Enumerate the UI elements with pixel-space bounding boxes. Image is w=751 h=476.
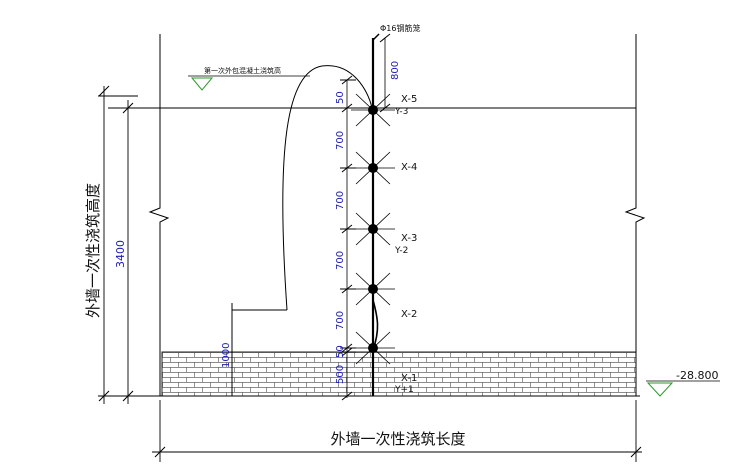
dim-base-1000: 1000 <box>221 343 232 368</box>
rebar-node: X-2 <box>351 272 417 320</box>
length-ticks <box>154 446 642 458</box>
dim-seg-700-4: 700 <box>335 311 346 330</box>
rebar-hook <box>372 33 380 41</box>
node-x-label: X-4 <box>401 162 417 173</box>
rebar-label: Φ16钢筋笼 <box>380 23 420 33</box>
left-wall-edge <box>148 34 170 396</box>
elevation-triangle <box>646 382 674 397</box>
node-x-label: X-5 <box>401 94 417 105</box>
right-wall-edge <box>624 34 646 396</box>
rebar-node: X-1Y+1 <box>351 331 417 395</box>
rebar-node: X-4 <box>351 151 417 185</box>
vertical-title: 外墙一次性浇筑高度 <box>84 183 102 318</box>
elevation-label: -28.800 <box>676 369 718 382</box>
node-dot <box>368 163 378 173</box>
note-leader-curve <box>282 65 373 311</box>
dim-bottom-500: 500 <box>335 365 346 384</box>
node-x-label: X-2 <box>401 309 417 320</box>
dim-seg-700-2: 700 <box>335 191 346 210</box>
dim-tick <box>379 33 391 113</box>
dim-seg-700-3: 700 <box>335 251 346 270</box>
node-dot <box>368 105 378 115</box>
dim-bottom-50: 50 <box>335 345 346 358</box>
node-x-label: X-3 <box>401 233 417 244</box>
rebar-node: X-5Y-3 <box>351 93 417 127</box>
dim-tick <box>340 347 356 357</box>
chain-dim-ticks <box>340 33 391 401</box>
rebar-node: X-3Y-2 <box>351 212 417 256</box>
overall-dim-ticks <box>98 85 138 402</box>
node-y-label: Y+1 <box>394 385 414 395</box>
node-y-label: Y-2 <box>394 246 408 256</box>
pour-height-note: 第一次外包混凝土浇筑高 <box>204 66 281 75</box>
node-dot <box>368 343 378 353</box>
dim-tick <box>340 103 356 113</box>
node-x-label: X-1 <box>401 373 417 384</box>
foundation-hatch <box>161 351 637 397</box>
dim-tick <box>340 391 356 401</box>
node-dot <box>368 224 378 234</box>
node-y-label: Y-3 <box>394 107 408 117</box>
dim-top-50: 50 <box>335 91 346 104</box>
overall-dim-3400: 3400 <box>114 240 127 268</box>
dim-seg-700-1: 700 <box>335 131 346 150</box>
rebar-nodes: X-5Y-3X-4X-3Y-2X-2X-1Y+1 <box>351 93 417 395</box>
node-dot <box>368 284 378 294</box>
elevation-triangle-top <box>190 77 214 91</box>
dim-top-800: 800 <box>390 61 401 80</box>
dim-tick <box>340 75 356 85</box>
horizontal-title: 外墙一次性浇筑长度 <box>330 430 465 448</box>
